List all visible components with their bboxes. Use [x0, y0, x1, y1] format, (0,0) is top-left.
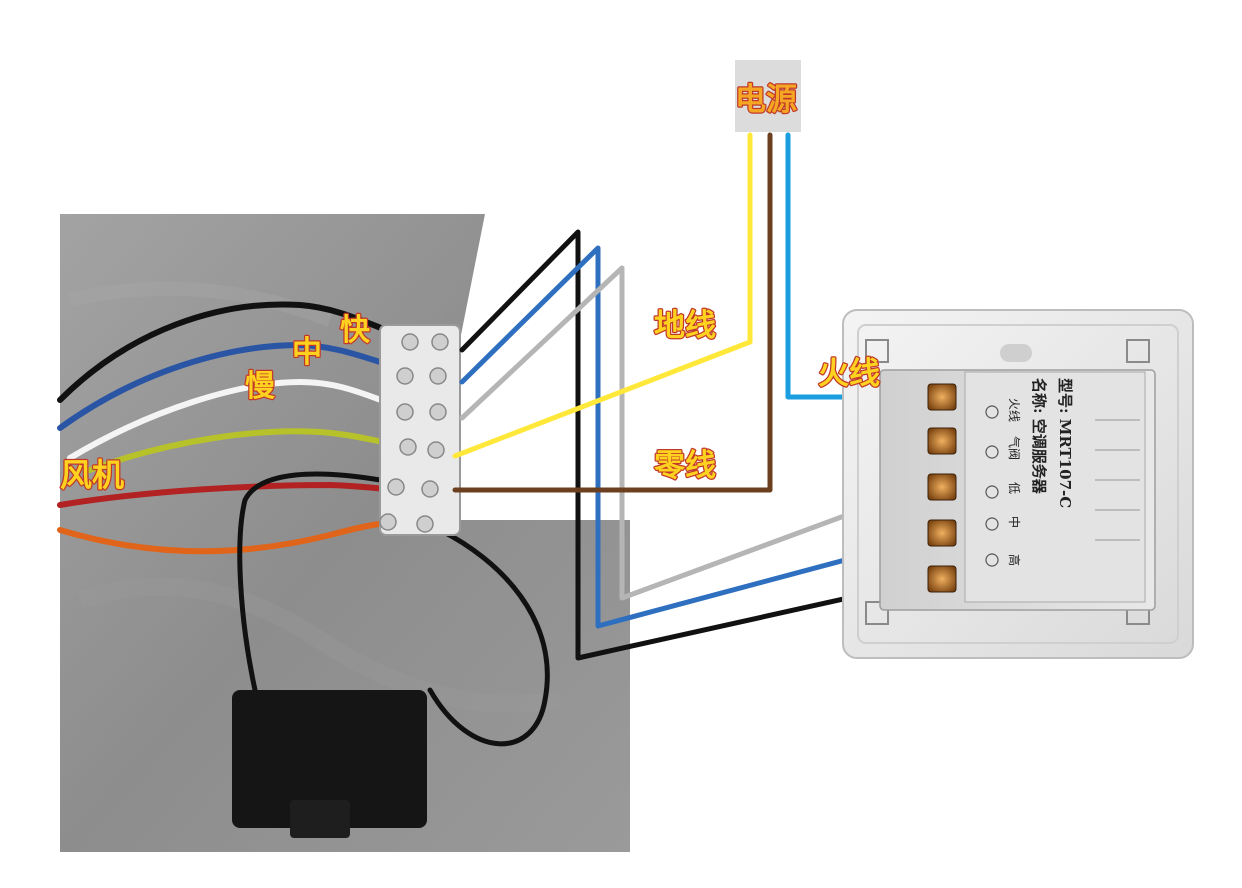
live-label: 火线 [818, 356, 880, 392]
diagram-wires [452, 132, 923, 661]
terminal-label-high: 高 [1007, 554, 1022, 566]
ground-label: 地线 [654, 308, 716, 344]
terminal-label-live: 火线 [1007, 398, 1021, 422]
annotation-labels: 电源 地线 零线 火线 风机 快 中 慢 [59, 81, 882, 496]
terminal-label-mid: 中 [1007, 516, 1022, 528]
terminal-block [379, 324, 461, 536]
model-text: 型号: MRT107-C [1056, 378, 1074, 508]
name-text: 名称: 空调服务器 [1030, 378, 1048, 495]
terminal-contacts [927, 383, 957, 593]
switch-panel: 型号: MRT107-C 名称: 空调服务器 火线 气阀 低 中 高 [842, 309, 1194, 659]
neutral-label: 零线 [654, 448, 716, 484]
medium-label: 中 [292, 335, 322, 370]
fan-wires [57, 301, 550, 747]
terminal-label-low: 低 [1007, 482, 1021, 494]
terminal-label-valve: 气阀 [1007, 436, 1022, 460]
capacitor [232, 690, 427, 838]
power-label: 电源 [735, 82, 797, 118]
slow-label: 慢 [245, 369, 276, 404]
fast-label: 快 [340, 313, 371, 348]
fan-label: 风机 [60, 456, 124, 494]
power-box [735, 60, 801, 132]
